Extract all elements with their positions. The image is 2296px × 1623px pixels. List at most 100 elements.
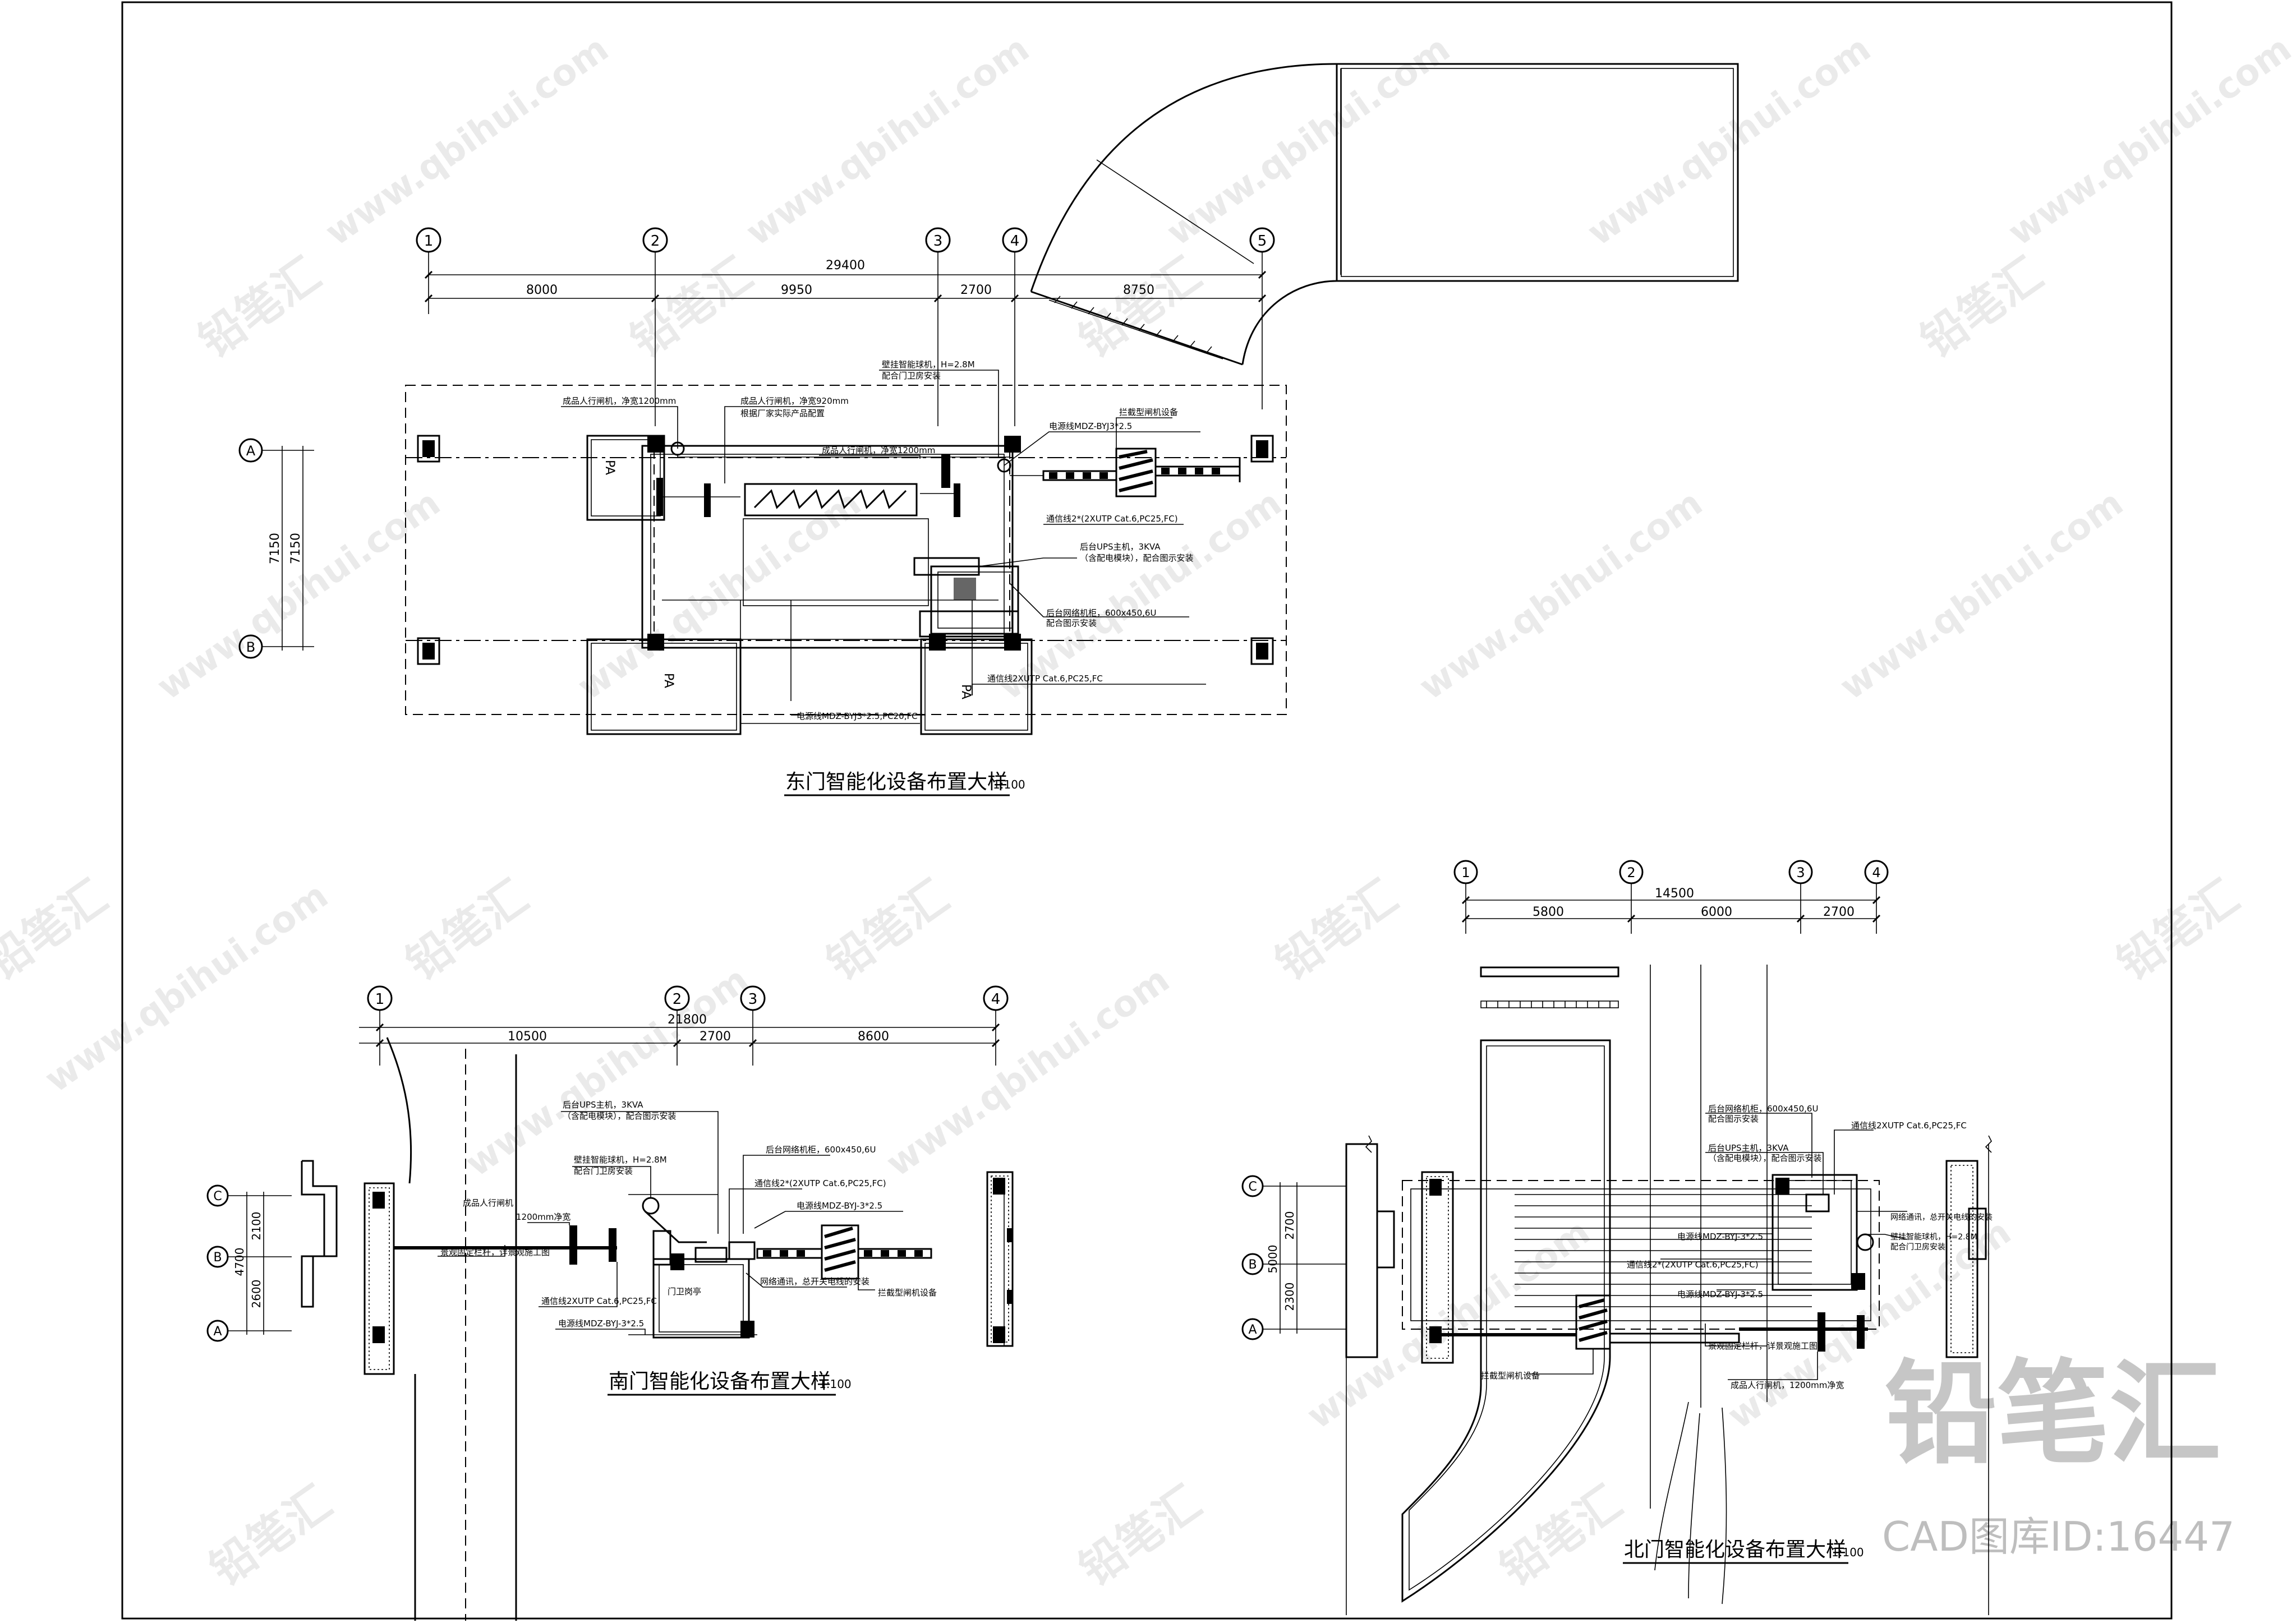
- north-note-4: （含配电模块），配合图示安装: [1708, 1153, 1822, 1163]
- south-note-2: （含配电模块），配合图示安装: [563, 1111, 677, 1121]
- north-note-3: 后台UPS主机，3KVA: [1708, 1143, 1789, 1153]
- east-site-boundary: [405, 385, 1287, 715]
- east-row-A: A: [246, 443, 256, 459]
- east-grid-axes: 1 2 3 4 5: [416, 227, 1275, 426]
- south-dim-v2: 2600: [250, 1280, 263, 1308]
- north-grid-4: 4: [1872, 865, 1880, 880]
- south-gate-structures: [394, 1194, 932, 1339]
- north-dim-34: 2700: [1823, 905, 1855, 919]
- north-grid-2: 2: [1627, 865, 1635, 880]
- east-pa-3: PA: [959, 684, 973, 699]
- watermark-site-10: www.qbihui.com: [1833, 482, 2131, 708]
- east-note-11: （含配电模块），配合图示安装: [1080, 553, 1194, 563]
- watermark-site-6: www.qbihui.com: [150, 482, 448, 708]
- north-gate-plan: 1 2 3 4 14500 5800 6000 2700 C B A: [1241, 860, 1993, 1615]
- north-note-14: 成品人行闸机，1200mm净宽: [1731, 1380, 1844, 1390]
- east-dim-34: 2700: [960, 283, 992, 297]
- north-note-2: 配合图示安装: [1708, 1114, 1759, 1124]
- watermark-site-5: www.qbihui.com: [2001, 28, 2296, 254]
- watermark-site-4: www.qbihui.com: [1580, 28, 1879, 254]
- north-dim-vt: 5000: [1266, 1245, 1280, 1274]
- east-note-2: 成品人行闸机，净宽920mm: [740, 396, 849, 406]
- south-scale: 1:100: [819, 1377, 852, 1391]
- east-title: 东门智能化设备布置大样: [785, 771, 1007, 794]
- south-note-5: 成品人行闸机: [463, 1198, 513, 1208]
- east-grid-5: 5: [1258, 233, 1267, 250]
- east-note-13: 配合图示安装: [1046, 618, 1097, 628]
- north-leaders: [1526, 1113, 1908, 1380]
- watermark-brand-6: 铅笔汇: [397, 870, 537, 990]
- watermark-brand-2: 铅笔汇: [622, 248, 762, 368]
- south-note-4: 配合门卫房安装: [574, 1166, 633, 1176]
- east-dim-23: 9950: [781, 283, 812, 297]
- watermark-site-13: www.qbihui.com: [879, 959, 1177, 1185]
- east-leaders: [561, 370, 1206, 716]
- north-note-10: 通信线2*(2XUTP Cat.6,PC25,FC): [1627, 1260, 1759, 1270]
- north-row-C: C: [1248, 1180, 1257, 1194]
- south-dimensions: 21800 10500 2700 8600 C B A 2100 2600 47…: [206, 1013, 1000, 1342]
- east-grid-3: 3: [933, 233, 943, 250]
- south-row-B: B: [213, 1251, 222, 1265]
- south-note-1: 后台UPS主机，3KVA: [563, 1100, 643, 1110]
- north-note-7: 壁挂智能球机，H=2.8M: [1890, 1233, 1977, 1242]
- north-note-12: 景观固定栏杆，详景观施工图: [1708, 1341, 1818, 1351]
- north-note-13: 拦截型闸机设备: [1481, 1371, 1540, 1381]
- watermark-brand-12: 铅笔汇: [1491, 1476, 1631, 1596]
- east-row-B: B: [246, 639, 255, 655]
- east-dimensions: 29400 8000 9950 2700 8750 A B 7150 7150: [238, 259, 1267, 659]
- east-grid-4: 4: [1010, 233, 1020, 250]
- watermark-brand-1: 铅笔汇: [190, 248, 330, 368]
- south-grid-2: 2: [673, 991, 682, 1008]
- east-vehicle-barrier: [1042, 448, 1241, 497]
- south-note-11: 网络通讯，总开关电线的安装: [760, 1276, 869, 1287]
- east-gate-plan: 1 2 3 4 5 29400 8000 9950 2700 8: [238, 63, 1739, 796]
- east-grid-2: 2: [651, 233, 660, 250]
- north-grid-1: 1: [1461, 865, 1470, 880]
- east-note-12: 后台网络机柜，600x450,6U: [1046, 608, 1156, 618]
- south-gate-plan: 1 2 3 4 21800 10500 2700 8600 C B A: [206, 985, 1014, 1621]
- east-note-7: 拦截型闸机设备: [1119, 407, 1178, 417]
- east-note-6: 电源线MDZ-BYJ3*2.5: [1049, 421, 1132, 431]
- north-dimensions: 14500 5800 6000 2700 C B A 2700 2300 500…: [1241, 887, 1881, 1340]
- south-grid-3: 3: [748, 991, 758, 1008]
- north-dim-12: 5800: [1533, 905, 1564, 919]
- south-note-13: 通信线2XUTP Cat.6,PC25,FC: [541, 1296, 657, 1306]
- watermark-site-12: www.qbihui.com: [458, 959, 757, 1185]
- east-cable-runs: [662, 455, 1043, 724]
- south-dim-vt: 4700: [233, 1248, 246, 1276]
- east-note-1: 成品人行闸机，净宽1200mm: [563, 396, 676, 406]
- south-note-15: 门卫岗亭: [668, 1287, 701, 1297]
- watermark-brand-11: 铅笔汇: [1070, 1476, 1211, 1596]
- north-dim-v1: 2700: [1283, 1211, 1296, 1240]
- south-dim-total: 21800: [668, 1013, 707, 1027]
- north-row-B: B: [1248, 1258, 1257, 1272]
- south-grid-1: 1: [375, 991, 385, 1008]
- north-note-6: 网络通讯，总开关电线的安装: [1890, 1213, 1993, 1222]
- south-note-8: 后台网络机柜，600x450,6U: [766, 1145, 876, 1155]
- south-note-10: 电源线MDZ-BYJ-3*2.5: [797, 1201, 882, 1211]
- watermark-brand-large: 铅笔汇: [1885, 1349, 2221, 1479]
- south-dim-34: 8600: [858, 1030, 889, 1044]
- south-note-3: 壁挂智能球机，H=2.8M: [574, 1155, 667, 1165]
- east-pa-1: PA: [602, 460, 616, 475]
- south-dim-23: 2700: [700, 1030, 731, 1044]
- watermark-site-3: www.qbihui.com: [1159, 28, 1458, 254]
- south-row-C: C: [213, 1189, 222, 1204]
- watermark-brand-8: 铅笔汇: [1267, 870, 1407, 990]
- watermark-site-9: www.qbihui.com: [1412, 482, 1710, 708]
- north-left-structures: [1345, 1135, 1454, 1615]
- east-note-10: 后台UPS主机，3KVA: [1080, 542, 1161, 552]
- watermark-brand-4: 铅笔汇: [1912, 248, 2052, 368]
- south-leaders: [438, 1111, 903, 1335]
- north-note-5: 通信线2XUTP Cat.6,PC25,FC: [1851, 1121, 1967, 1131]
- east-note-15: 电源线MDZ-BYJ3*2.5,PC20,FC: [797, 711, 918, 721]
- south-dim-12: 10500: [508, 1030, 547, 1044]
- south-row-A: A: [213, 1325, 222, 1339]
- east-note-14: 通信线2XUTP Cat.6,PC25,FC: [987, 674, 1103, 684]
- south-note-9: 通信线2*(2XUTP Cat.6,PC25,FC): [754, 1178, 886, 1188]
- north-note-1: 后台网络机柜，600x450,6U: [1708, 1104, 1818, 1114]
- north-scale: 1:100: [1832, 1546, 1864, 1559]
- north-grid-3: 3: [1796, 865, 1805, 880]
- east-guard-rooms: [586, 435, 1033, 735]
- east-note-3: 根据厂家实际产品配置: [740, 408, 825, 418]
